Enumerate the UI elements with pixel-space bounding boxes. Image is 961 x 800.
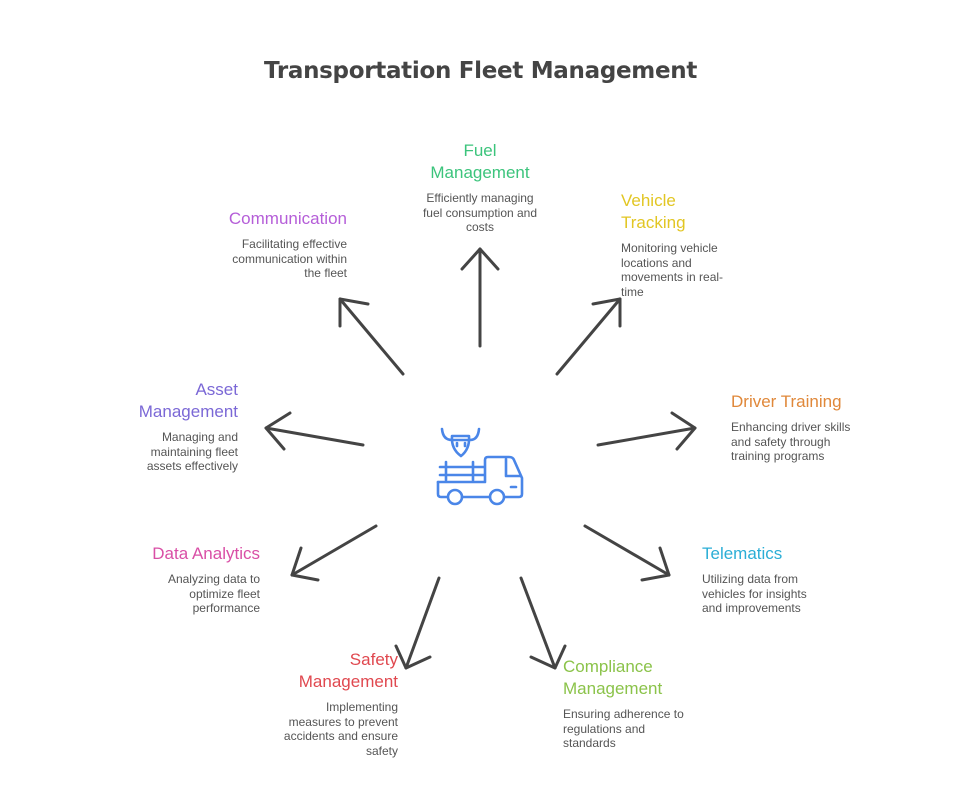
node-data-analytics: Data Analytics Analyzing data to optimiz… — [100, 543, 260, 616]
desc-line: and safety through — [731, 434, 831, 449]
node-title: Communication — [187, 208, 347, 230]
desc-line: standards — [563, 736, 616, 750]
desc-line: the fleet — [304, 266, 347, 280]
node-title: Driver Training — [731, 391, 891, 413]
node-fuel-management: Fuel Management Efficiently managing fue… — [405, 140, 555, 235]
title-line: Management — [430, 163, 530, 182]
desc-line: optimize fleet — [189, 586, 260, 601]
title-line: Safety — [349, 650, 398, 669]
title-line: Vehicle — [621, 191, 676, 210]
title-line: Management — [298, 672, 398, 691]
desc-line: Facilitating effective — [241, 237, 347, 251]
desc-line: accidents and ensure — [283, 729, 398, 743]
diagram-title: Transportation Fleet Management — [263, 58, 698, 84]
cattle-truck-icon — [436, 427, 524, 506]
node-description: Utilizing data from vehicles for insight… — [702, 572, 862, 616]
arrow-data-analytics — [290, 524, 378, 582]
node-title: Fuel Management — [405, 140, 555, 184]
node-description: Facilitating effective communication wit… — [187, 237, 347, 281]
desc-line: maintaining fleet — [150, 444, 238, 459]
desc-line: performance — [192, 601, 260, 615]
node-description: Ensuring adherence to regulations and st… — [563, 707, 713, 751]
title-line: Driver Training — [731, 392, 842, 411]
desc-line: movements in real- — [621, 270, 724, 284]
node-title: Telematics — [702, 543, 862, 565]
node-communication: Communication Facilitating effective com… — [187, 208, 347, 281]
node-compliance-management: Compliance Management Ensuring adherence… — [563, 656, 713, 751]
desc-line: locations and — [621, 255, 692, 270]
desc-line: fuel consumption and — [422, 205, 538, 220]
desc-line: measures to prevent — [288, 714, 398, 729]
desc-line: Ensuring adherence to — [563, 707, 684, 721]
desc-line: Managing and — [161, 430, 238, 444]
node-description: Monitoring vehicle locations and movemen… — [621, 241, 751, 299]
node-title: Safety Management — [248, 649, 398, 693]
node-safety-management: Safety Management Implementing measures … — [248, 649, 398, 758]
title-line: Data Analytics — [152, 544, 260, 563]
node-description: Implementing measures to prevent acciden… — [248, 700, 398, 758]
desc-line: vehicles for insights — [702, 586, 807, 601]
node-vehicle-tracking: Vehicle Tracking Monitoring vehicle loca… — [621, 190, 751, 299]
node-title: Asset Management — [98, 379, 238, 423]
desc-line: Utilizing data from — [702, 572, 799, 586]
title-line: Compliance — [563, 657, 653, 676]
title-line: Management — [563, 679, 663, 698]
node-description: Managing and maintaining fleet assets ef… — [98, 430, 238, 474]
arrow-compliance-management — [519, 576, 567, 670]
arrow-asset-management — [264, 411, 365, 451]
desc-line: Enhancing driver skills — [731, 420, 851, 434]
desc-line: costs — [465, 220, 494, 234]
desc-line: Monitoring vehicle — [621, 241, 718, 255]
node-description: Analyzing data to optimize fleet perform… — [100, 572, 260, 616]
node-title: Compliance Management — [563, 656, 713, 700]
desc-line: and improvements — [702, 601, 801, 615]
arrow-telematics — [583, 524, 671, 582]
title-line: Asset — [195, 380, 238, 399]
arrow-vehicle-tracking — [555, 297, 622, 376]
node-title: Data Analytics — [100, 543, 260, 565]
desc-line: time — [621, 284, 644, 299]
desc-line: communication within — [232, 251, 347, 266]
node-description: Efficiently managing fuel consumption an… — [405, 191, 555, 235]
title-line: Management — [138, 402, 238, 421]
desc-line: Implementing — [325, 700, 398, 714]
arrow-communication — [338, 297, 405, 376]
node-description: Enhancing driver skills and safety throu… — [731, 420, 891, 464]
arrow-driver-training — [596, 411, 697, 451]
node-title: Vehicle Tracking — [621, 190, 751, 234]
desc-line: assets effectively — [146, 459, 238, 473]
arrow-safety-management — [394, 576, 441, 670]
title-line: Tracking — [621, 213, 686, 232]
arrow-fuel — [460, 247, 500, 348]
desc-line: regulations and — [563, 721, 646, 736]
title-line: Communication — [228, 209, 347, 228]
desc-line: safety — [365, 743, 398, 758]
node-asset-management: Asset Management Managing and maintainin… — [98, 379, 238, 474]
desc-line: Analyzing data to — [167, 572, 260, 586]
desc-line: Efficiently managing — [426, 191, 534, 205]
title-line: Telematics — [702, 544, 783, 563]
desc-line: training programs — [731, 449, 825, 463]
node-telematics: Telematics Utilizing data from vehicles … — [702, 543, 862, 616]
title-line: Fuel — [463, 141, 497, 160]
node-driver-training: Driver Training Enhancing driver skills … — [731, 391, 891, 464]
